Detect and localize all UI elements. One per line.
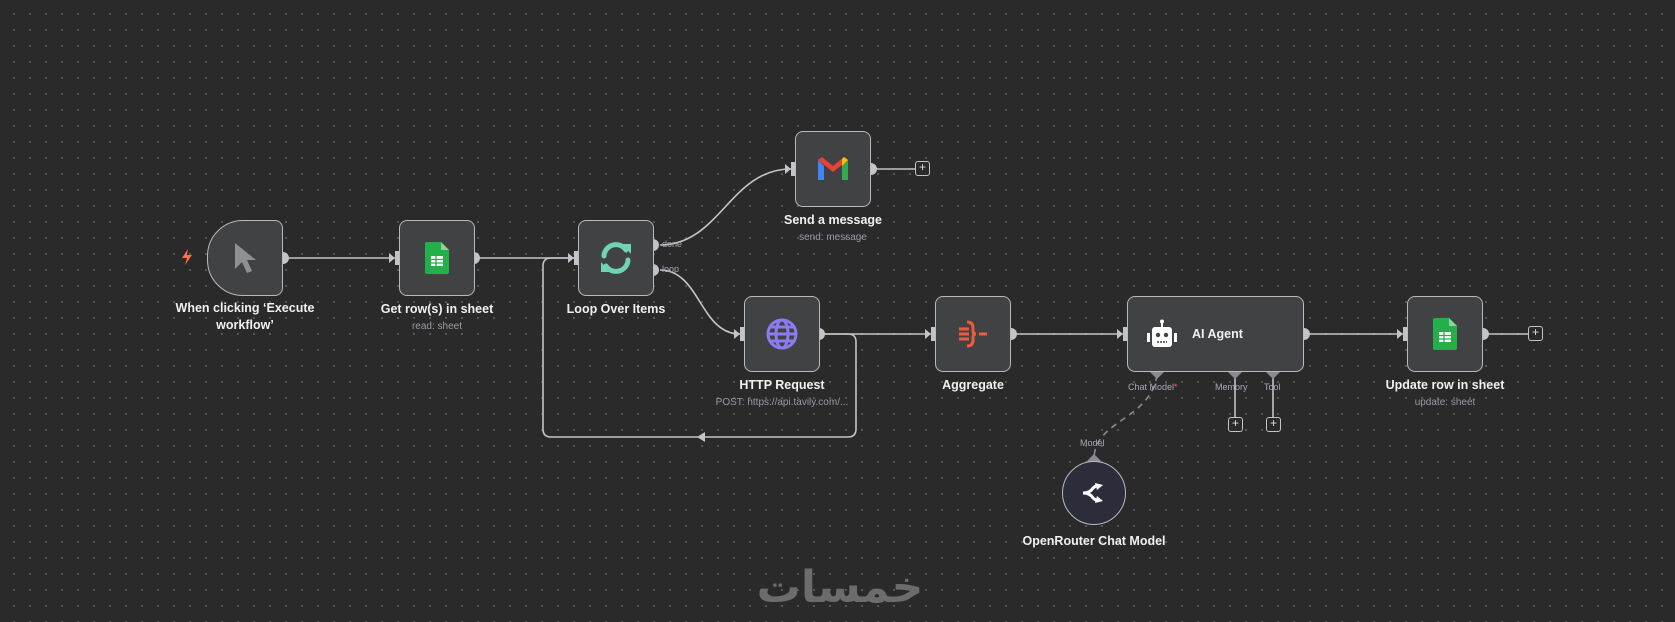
loop-icon	[601, 242, 631, 274]
edge-model-agent	[1093, 374, 1158, 459]
node-title: Loop Over Items	[566, 302, 666, 316]
node-title: OpenRouter Chat Model	[1022, 534, 1166, 548]
globe-icon	[766, 318, 798, 350]
node-get-rows[interactable]	[399, 220, 475, 296]
google-sheets-icon	[1433, 318, 1457, 350]
bolt-icon	[182, 249, 192, 265]
node-title: AI Agent	[1192, 327, 1243, 341]
edge-loop-send	[659, 168, 792, 246]
node-subtitle: send: message	[799, 232, 867, 243]
node-manual-trigger[interactable]	[207, 220, 283, 296]
node-openrouter-chat-model[interactable]	[1062, 461, 1126, 525]
node-loop-over-items[interactable]	[578, 220, 654, 296]
edge-loop-http	[659, 269, 741, 335]
arrow-icon	[697, 432, 705, 442]
google-sheets-icon	[425, 242, 449, 274]
watermark-logo: خمسات	[756, 562, 924, 613]
port-label-text: Chat Model	[1128, 382, 1175, 392]
add-node-button[interactable]: +	[1528, 326, 1543, 341]
port-loop-label: loop	[662, 264, 680, 274]
node-title: Update row in sheet	[1385, 378, 1505, 392]
node-update-row[interactable]	[1407, 296, 1483, 372]
add-node-button[interactable]: +	[915, 161, 930, 176]
port-memory-label: Memory	[1215, 382, 1248, 392]
node-http-request[interactable]	[744, 296, 820, 372]
port-tool-label: Tool	[1264, 382, 1281, 392]
openrouter-icon	[1082, 483, 1103, 503]
node-title: When clicking ‘Execute workflow’	[175, 301, 315, 332]
required-marker: *	[1174, 382, 1178, 392]
add-tool-button[interactable]: +	[1266, 417, 1281, 432]
node-subtitle: update: sheet	[1414, 397, 1476, 408]
robot-icon	[1147, 319, 1177, 347]
node-ai-agent[interactable]: AI Agent	[1127, 296, 1304, 372]
node-title: Get row(s) in sheet	[380, 302, 494, 316]
port-done-label: done	[662, 239, 683, 249]
node-subtitle: read: sheet	[411, 321, 463, 332]
node-subtitle: POST: https://api.tavily.com/...	[715, 397, 849, 408]
port-model-label: Model	[1080, 438, 1105, 448]
node-aggregate[interactable]	[935, 296, 1011, 372]
cursor-icon	[235, 243, 256, 273]
gmail-icon	[818, 157, 848, 180]
aggregate-icon	[959, 320, 987, 348]
node-title: HTTP Request	[739, 378, 825, 392]
port-chat-model-label: Chat Model*	[1128, 382, 1178, 392]
node-title: Aggregate	[942, 378, 1004, 392]
node-title: Send a message	[784, 213, 882, 227]
add-memory-button[interactable]: +	[1228, 417, 1243, 432]
node-send-message[interactable]	[795, 131, 871, 207]
